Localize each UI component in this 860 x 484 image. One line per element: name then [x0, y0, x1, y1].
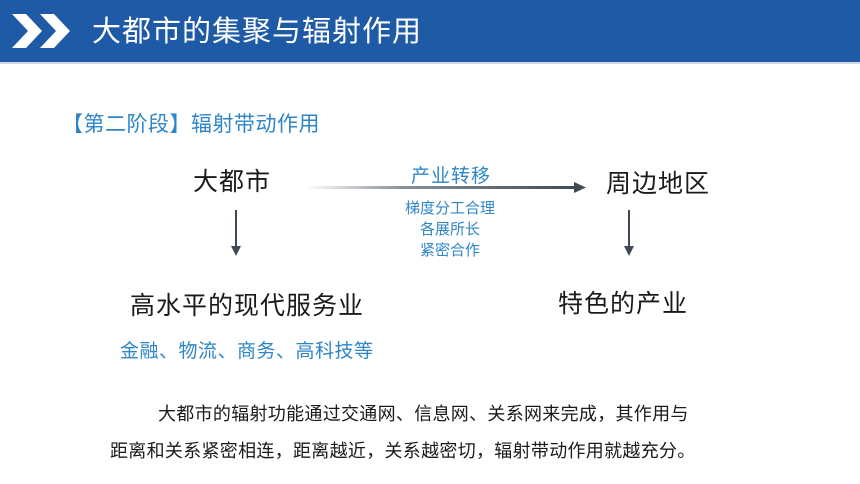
- title-banner: 大都市的集聚与辐射作用: [0, 0, 860, 62]
- transfer-note: 梯度分工合理: [404, 199, 495, 217]
- explanation-paragraph: 大都市的辐射功能通过交通网、信息网、关系网来完成，其作用与 距离和关系紧密相连，…: [110, 396, 810, 470]
- transfer-label: 产业转移: [411, 165, 492, 187]
- double-chevron-icon: [12, 14, 70, 48]
- periphery-down-arrow: [624, 210, 634, 256]
- header-divider: [0, 62, 860, 64]
- transfer-note: 紧密合作: [419, 241, 480, 259]
- node-periphery: 周边地区: [606, 169, 711, 198]
- node-big-city: 大都市: [193, 167, 272, 196]
- services-examples: 金融、物流、商务、高科技等: [120, 340, 374, 362]
- node-modern-services: 高水平的现代服务业: [130, 291, 365, 320]
- transfer-notes: 梯度分工合理 各展所长 紧密合作: [380, 198, 520, 261]
- paragraph-line: 大都市的辐射功能通过交通网、信息网、关系网来完成，其作用与: [158, 404, 689, 425]
- stage-label: 【第二阶段】辐射带动作用: [62, 112, 320, 136]
- paragraph-line: 距离和关系紧密相连，距离越近，关系越密切，辐射带动作用就越充分。: [110, 441, 696, 462]
- node-featured-industry: 特色的产业: [558, 289, 689, 318]
- transfer-note: 各展所长: [419, 220, 480, 238]
- city-down-arrow: [231, 210, 241, 256]
- page-title: 大都市的集聚与辐射作用: [92, 14, 423, 48]
